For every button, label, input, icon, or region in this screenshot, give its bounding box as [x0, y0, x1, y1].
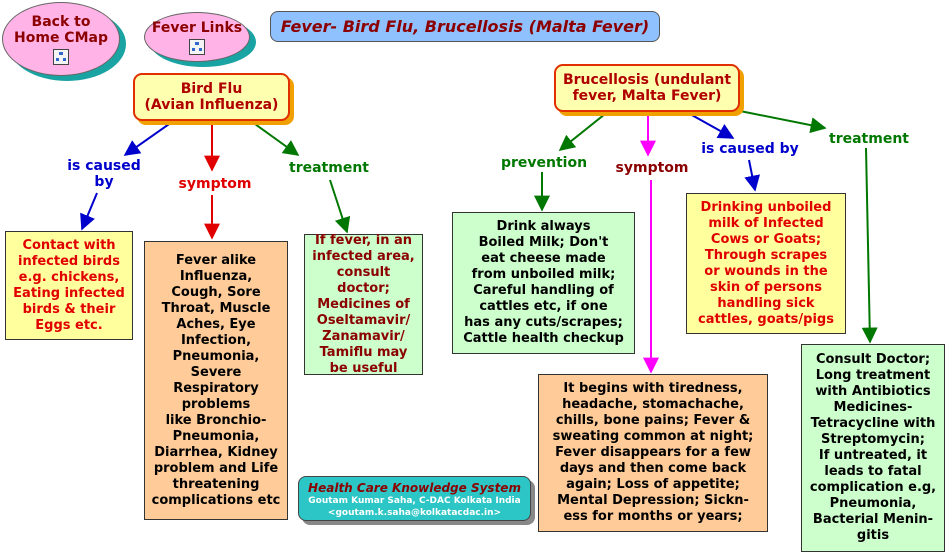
label-br-treatment: treatment	[824, 131, 914, 147]
credits-box: Health Care Knowledge System Goutam Kuma…	[298, 476, 531, 521]
label-br-caused-by: is caused by	[697, 141, 803, 157]
link-br-treatment-in	[739, 110, 827, 134]
concept-brucellosis: Brucellosis (undulant fever, Malta Fever…	[554, 64, 740, 112]
fever-links-label: Fever Links	[151, 19, 243, 36]
back-to-home-label: Back to Home CMap	[14, 13, 108, 46]
link-bf-caused-by-out	[80, 192, 98, 231]
link-bf-caused-by-in	[123, 121, 173, 156]
node-br-symptom: It begins with tiredness, headache, stom…	[538, 374, 768, 532]
link-br-treatment-out	[861, 147, 878, 344]
link-br-caused-by-out	[744, 159, 761, 192]
page-title: Fever- Bird Flu, Brucellosis (Malta Feve…	[270, 11, 660, 42]
node-br-prevention: Drink always Boiled Milk; Don't eat chee…	[452, 212, 635, 354]
link-br-prevention-in	[558, 113, 606, 151]
link-bf-treatment-out	[329, 179, 351, 234]
label-br-symptom: symptom	[610, 160, 694, 176]
credits-author: Goutam Kumar Saha, C-DAC Kolkata India	[308, 496, 521, 506]
link-bf-treatment-in	[254, 123, 300, 156]
label-br-prevention: prevention	[497, 155, 591, 171]
concept-bird-flu: Bird Flu (Avian Influenza)	[133, 73, 290, 121]
cmap-link-icon[interactable]	[189, 38, 205, 55]
back-to-home-cmap-button[interactable]: Back to Home CMap	[2, 2, 120, 76]
node-bf-symptom: Fever alike Influenza, Cough, Sore Throa…	[144, 241, 288, 520]
label-bf-caused-by: is caused by	[62, 158, 146, 190]
node-br-cause: Drinking unboiled milk of Infected Cows …	[686, 193, 846, 334]
node-bf-treatment: If fever, in an infected area, consult d…	[304, 233, 423, 376]
node-br-treatment: Consult Doctor; Long treatment with Anti…	[801, 344, 945, 552]
link-br-caused-by-in	[689, 113, 735, 139]
credits-email: <goutam.k.saha@kolkatacdac.in>	[327, 508, 502, 518]
cmap-link-icon[interactable]	[53, 48, 69, 65]
node-bf-cause: Contact with infected birds e.g. chicken…	[5, 231, 133, 340]
label-bf-treatment: treatment	[284, 160, 374, 176]
credits-title: Health Care Knowledge System	[308, 481, 521, 495]
fever-links-button[interactable]: Fever Links	[144, 12, 250, 62]
label-bf-symptom: symptom	[173, 176, 257, 192]
